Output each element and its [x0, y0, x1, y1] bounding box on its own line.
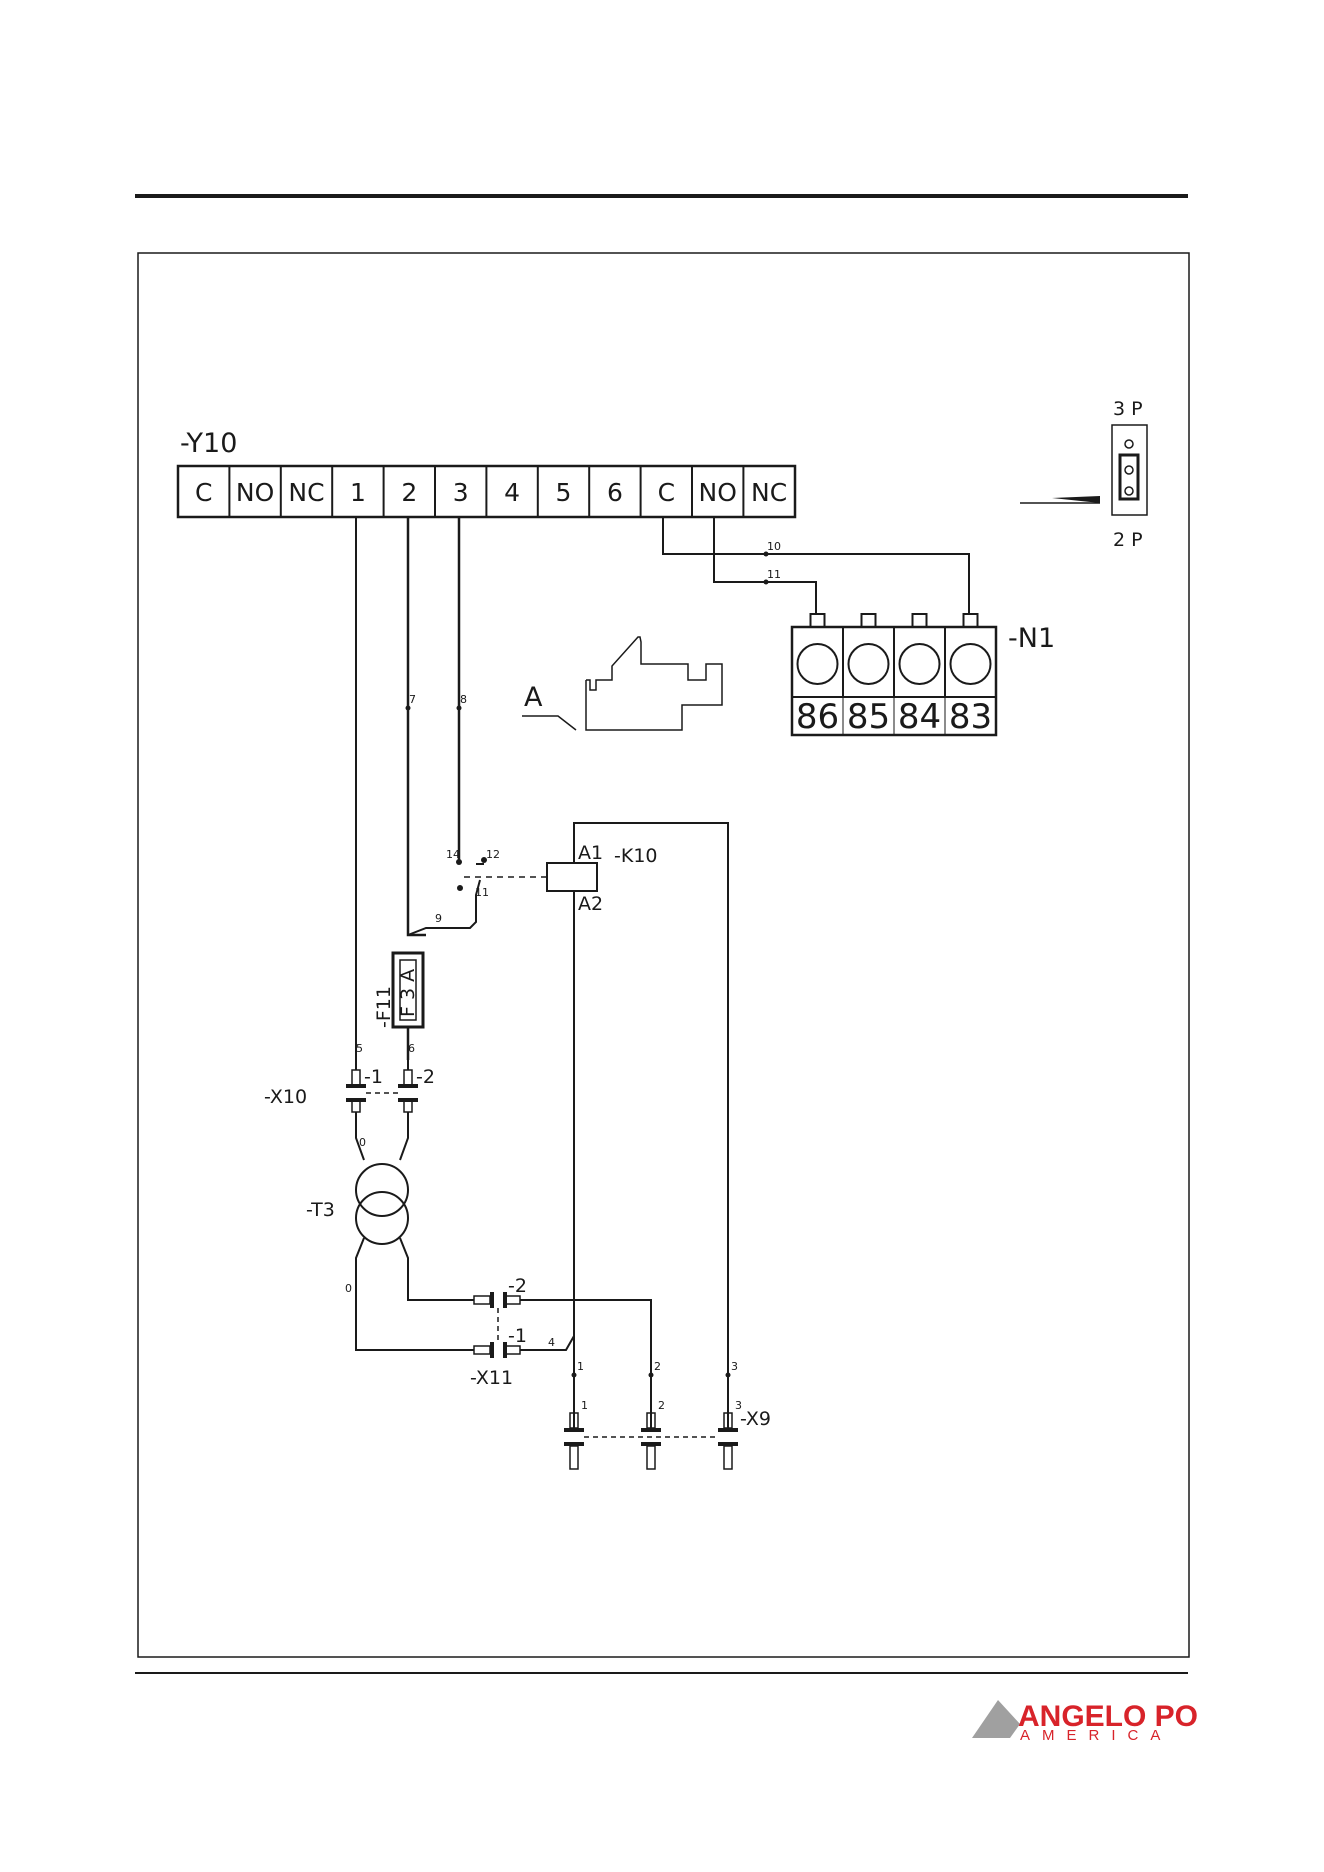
n1-pin-tab [913, 614, 927, 627]
x9-ref: -X9 [740, 1408, 771, 1430]
diagram-frame [138, 253, 1189, 1657]
wire-number-2: 2 [654, 1360, 661, 1373]
terminal-cell-label: 5 [556, 478, 572, 507]
wire-number-4: 4 [548, 1336, 555, 1349]
relay-coil [547, 863, 597, 891]
wire-number-10: 10 [767, 540, 781, 553]
wire-number-3: 3 [731, 1360, 738, 1373]
n1-pin-label: 85 [847, 697, 890, 737]
terminal-cell-label: 4 [504, 478, 520, 507]
terminal-cell-label: NC [751, 478, 787, 507]
terminal-cell-label: NO [699, 478, 737, 507]
transformer-ref: -T3 [306, 1199, 335, 1221]
wire-number-0-secondary: 0 [345, 1282, 352, 1295]
n1-pin-tab [964, 614, 978, 627]
n1-pin-socket [951, 644, 991, 684]
x9-pin-label: 2 [658, 1399, 665, 1412]
x11-pin-1: -1 [508, 1325, 527, 1347]
selector-jumper [1120, 455, 1138, 499]
terminal-block-ref: -Y10 [180, 428, 237, 459]
terminal-cells: C NO NC 1 2 3 4 5 6 C NO NC [195, 466, 787, 517]
wire-number-9: 9 [435, 912, 442, 925]
wire-number-7: 7 [409, 693, 416, 706]
terminal-cell-label: 1 [350, 478, 366, 507]
n1-pin-label: 86 [796, 697, 839, 737]
selector-top-label: 3 P [1113, 398, 1143, 420]
terminal-cell-label: 6 [607, 478, 623, 507]
selector-bottom-label: 2 P [1113, 529, 1143, 551]
selector-arrow-icon [1020, 496, 1100, 503]
view-a-label: A [524, 682, 543, 713]
n1-pin-tabs [811, 614, 978, 627]
angelo-po-logo: ANGELO PO AMERICA [972, 1700, 1198, 1744]
n1-pin-socket [798, 644, 838, 684]
terminal-cell-label: 3 [453, 478, 469, 507]
terminal-cell-label: NO [236, 478, 274, 507]
x10-pin-1: -1 [364, 1066, 383, 1088]
fuse-ref: -F11 [373, 986, 395, 1028]
n1-pin-tab [811, 614, 825, 627]
terminal-cell-label: NC [288, 478, 324, 507]
fuse-rating: F 3 A [397, 969, 419, 1017]
view-a-outline [586, 637, 722, 730]
n1-pin-tab [862, 614, 876, 627]
logo-subtitle: AMERICA [1020, 1727, 1172, 1744]
wire-number-6: 6 [408, 1042, 415, 1055]
wire-number-11: 11 [767, 568, 781, 581]
n1-ref: -N1 [1008, 623, 1055, 654]
selector-body [1112, 425, 1147, 515]
transformer-wiring [356, 1112, 474, 1350]
n1-pin-label: 84 [898, 697, 941, 737]
wire-number-5: 5 [356, 1042, 363, 1055]
terminal-cell-label: C [658, 478, 675, 507]
x10-ref: -X10 [264, 1086, 307, 1108]
logo-mark-icon [972, 1700, 1020, 1738]
relay-ref: -K10 [614, 845, 658, 867]
n1-wiring [663, 517, 969, 614]
wire-number-0-primary: 0 [359, 1136, 366, 1149]
switch-contact-11: 11 [475, 886, 489, 899]
relay-pin-a2: A2 [578, 893, 603, 915]
terminal-cell-label: C [195, 478, 212, 507]
wire-number-1: 1 [577, 1360, 584, 1373]
wire-number-8: 8 [460, 693, 467, 706]
transformer-secondary [356, 1192, 408, 1244]
x10-pin-2: -2 [416, 1066, 435, 1088]
n1-pin-socket [849, 644, 889, 684]
switch-contact-12: 12 [486, 848, 500, 861]
relay-pin-a1: A1 [578, 842, 603, 864]
switch-contact-14: 14 [446, 848, 460, 861]
terminal-wiring [356, 517, 484, 1060]
transformer-primary [356, 1164, 408, 1216]
x11-ref: -X11 [470, 1367, 513, 1389]
terminal-cell-label: 2 [401, 478, 417, 507]
n1-pin-socket [900, 644, 940, 684]
x11-pin-2: -2 [508, 1275, 527, 1297]
x9-pin-label: 1 [581, 1399, 588, 1412]
n1-pin-label: 83 [949, 697, 992, 737]
